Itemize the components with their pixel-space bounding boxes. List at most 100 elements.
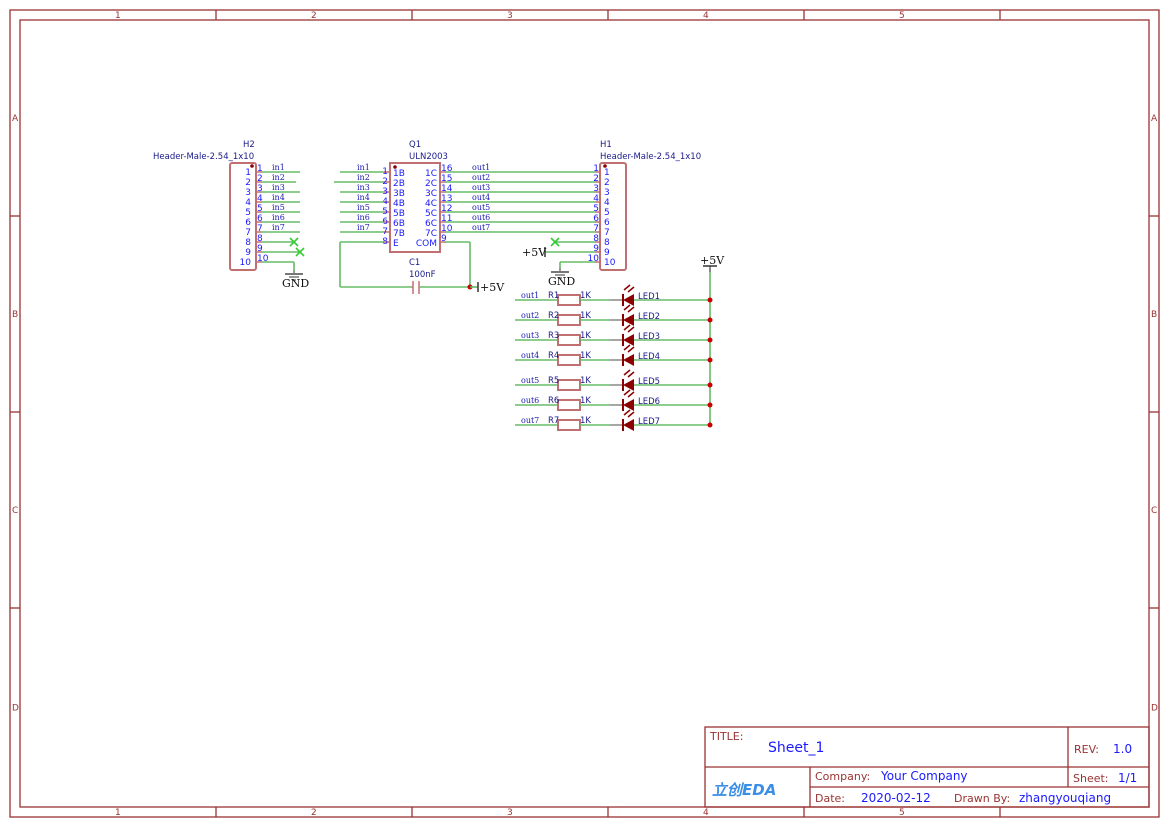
resistor-ref: R1 <box>548 291 559 301</box>
no-connect-icon <box>289 237 299 247</box>
title-label: TITLE: <box>709 730 743 743</box>
q1-pin-name: 4C <box>425 199 437 209</box>
h1-pin-number: 1 <box>604 168 610 178</box>
no-connect-icon <box>550 237 560 247</box>
drawn-by-label: Drawn By: <box>954 792 1010 805</box>
resistor-value: 1K <box>580 416 591 426</box>
led-icon[interactable] <box>623 294 634 306</box>
ic-q1-uln2003-body[interactable] <box>389 162 441 253</box>
drawn-by-value: zhangyouqiang <box>1019 791 1111 805</box>
column-label: 3 <box>507 11 513 21</box>
net-label: in3 <box>272 183 285 192</box>
net-label: in4 <box>357 193 370 202</box>
q1-pin-name: 3C <box>425 189 437 199</box>
h1-pin-number: 9 <box>604 248 610 258</box>
header-h2-body[interactable] <box>229 162 257 271</box>
h1-pin-label: 7 <box>593 224 599 234</box>
power-label-5v: +5V <box>700 254 725 267</box>
h1-ref: H1 <box>600 140 612 150</box>
led-icon[interactable] <box>623 419 634 431</box>
resistor[interactable] <box>557 334 581 346</box>
resistor[interactable] <box>557 399 581 411</box>
q1-pin-number: 13 <box>441 194 452 204</box>
led-ref: LED3 <box>638 332 660 342</box>
junction-dot <box>707 422 713 428</box>
row-label: B <box>1151 310 1157 320</box>
led-ref: LED7 <box>638 417 660 427</box>
no-connect[interactable] <box>295 247 305 257</box>
h2-pin-number: 8 <box>245 238 251 248</box>
h2-pin-label: 2 <box>257 174 263 184</box>
light-arrow-icon <box>623 284 631 291</box>
q1-pin-number: 9 <box>441 234 447 244</box>
led-icon[interactable] <box>623 314 634 326</box>
light-arrow-icon <box>627 346 635 353</box>
led-ref: LED1 <box>638 292 660 302</box>
h2-pin-label: 1 <box>257 164 263 174</box>
junction-dot <box>707 382 713 388</box>
h1-pin-label: 3 <box>593 184 599 194</box>
rev-value: 1.0 <box>1113 742 1132 756</box>
h2-pin-label: 7 <box>257 224 263 234</box>
q1-pin-name: 5C <box>425 209 437 219</box>
no-connect[interactable] <box>289 237 299 247</box>
header-h1-body[interactable] <box>599 162 627 271</box>
led-icon[interactable] <box>623 354 634 366</box>
led-icon[interactable] <box>623 379 634 391</box>
h1-pin-label: 10 <box>588 254 600 264</box>
sheet-label: Sheet: <box>1073 772 1109 785</box>
light-arrow-icon <box>627 371 635 378</box>
junction-dot <box>707 337 713 343</box>
h2-pin-number: 7 <box>245 228 251 238</box>
net-label: out1 <box>521 291 539 300</box>
q1-pin-number: 15 <box>441 174 452 184</box>
date-value: 2020-02-12 <box>861 791 931 805</box>
led-icon[interactable] <box>623 399 634 411</box>
net-label: out1 <box>472 163 490 172</box>
net-label: out5 <box>472 203 490 212</box>
light-arrow-icon <box>627 306 635 313</box>
q1-pin-name: 4B <box>393 199 405 209</box>
no-connect[interactable] <box>550 237 560 247</box>
h2-pin-label: 4 <box>257 194 263 204</box>
h1-pin-label: 5 <box>593 204 599 214</box>
h2-pin-label: 5 <box>257 204 263 214</box>
net-label: in1 <box>272 163 285 172</box>
resistor[interactable] <box>557 294 581 306</box>
junction-dot <box>707 357 713 363</box>
net-label: in5 <box>357 203 370 212</box>
q1-pin-number: 6 <box>382 217 388 227</box>
row-label: A <box>1151 114 1158 124</box>
h1-pin-number: 7 <box>604 228 610 238</box>
junction-dot <box>707 317 713 323</box>
ground-label: GND <box>548 275 575 288</box>
resistor-ref: R2 <box>548 311 559 321</box>
h2-pin-number: 4 <box>245 198 251 208</box>
q1-ref: Q1 <box>409 140 421 150</box>
row-label: D <box>12 704 19 714</box>
q1-pin-number: 12 <box>441 204 452 214</box>
easyeda-logo: 立创EDA <box>712 781 776 799</box>
resistor[interactable] <box>557 354 581 366</box>
led-icon[interactable] <box>623 334 634 346</box>
h2-pin-label: 10 <box>257 254 269 264</box>
resistor[interactable] <box>557 314 581 326</box>
power-label-5v: +5V <box>480 281 505 294</box>
net-label: out4 <box>521 351 539 360</box>
q1-pin-name: 7B <box>393 229 405 239</box>
resistor[interactable] <box>557 379 581 391</box>
resistor[interactable] <box>557 419 581 431</box>
h2-pin-number: 3 <box>245 188 251 198</box>
light-arrow-icon <box>623 369 631 376</box>
q1-pin-number: 7 <box>382 227 388 237</box>
c1-value: 100nF <box>409 270 436 280</box>
light-arrow-icon <box>627 286 635 293</box>
q1-pin-number: 5 <box>382 207 388 217</box>
net-label: in5 <box>272 203 285 212</box>
light-arrow-icon <box>627 326 635 333</box>
